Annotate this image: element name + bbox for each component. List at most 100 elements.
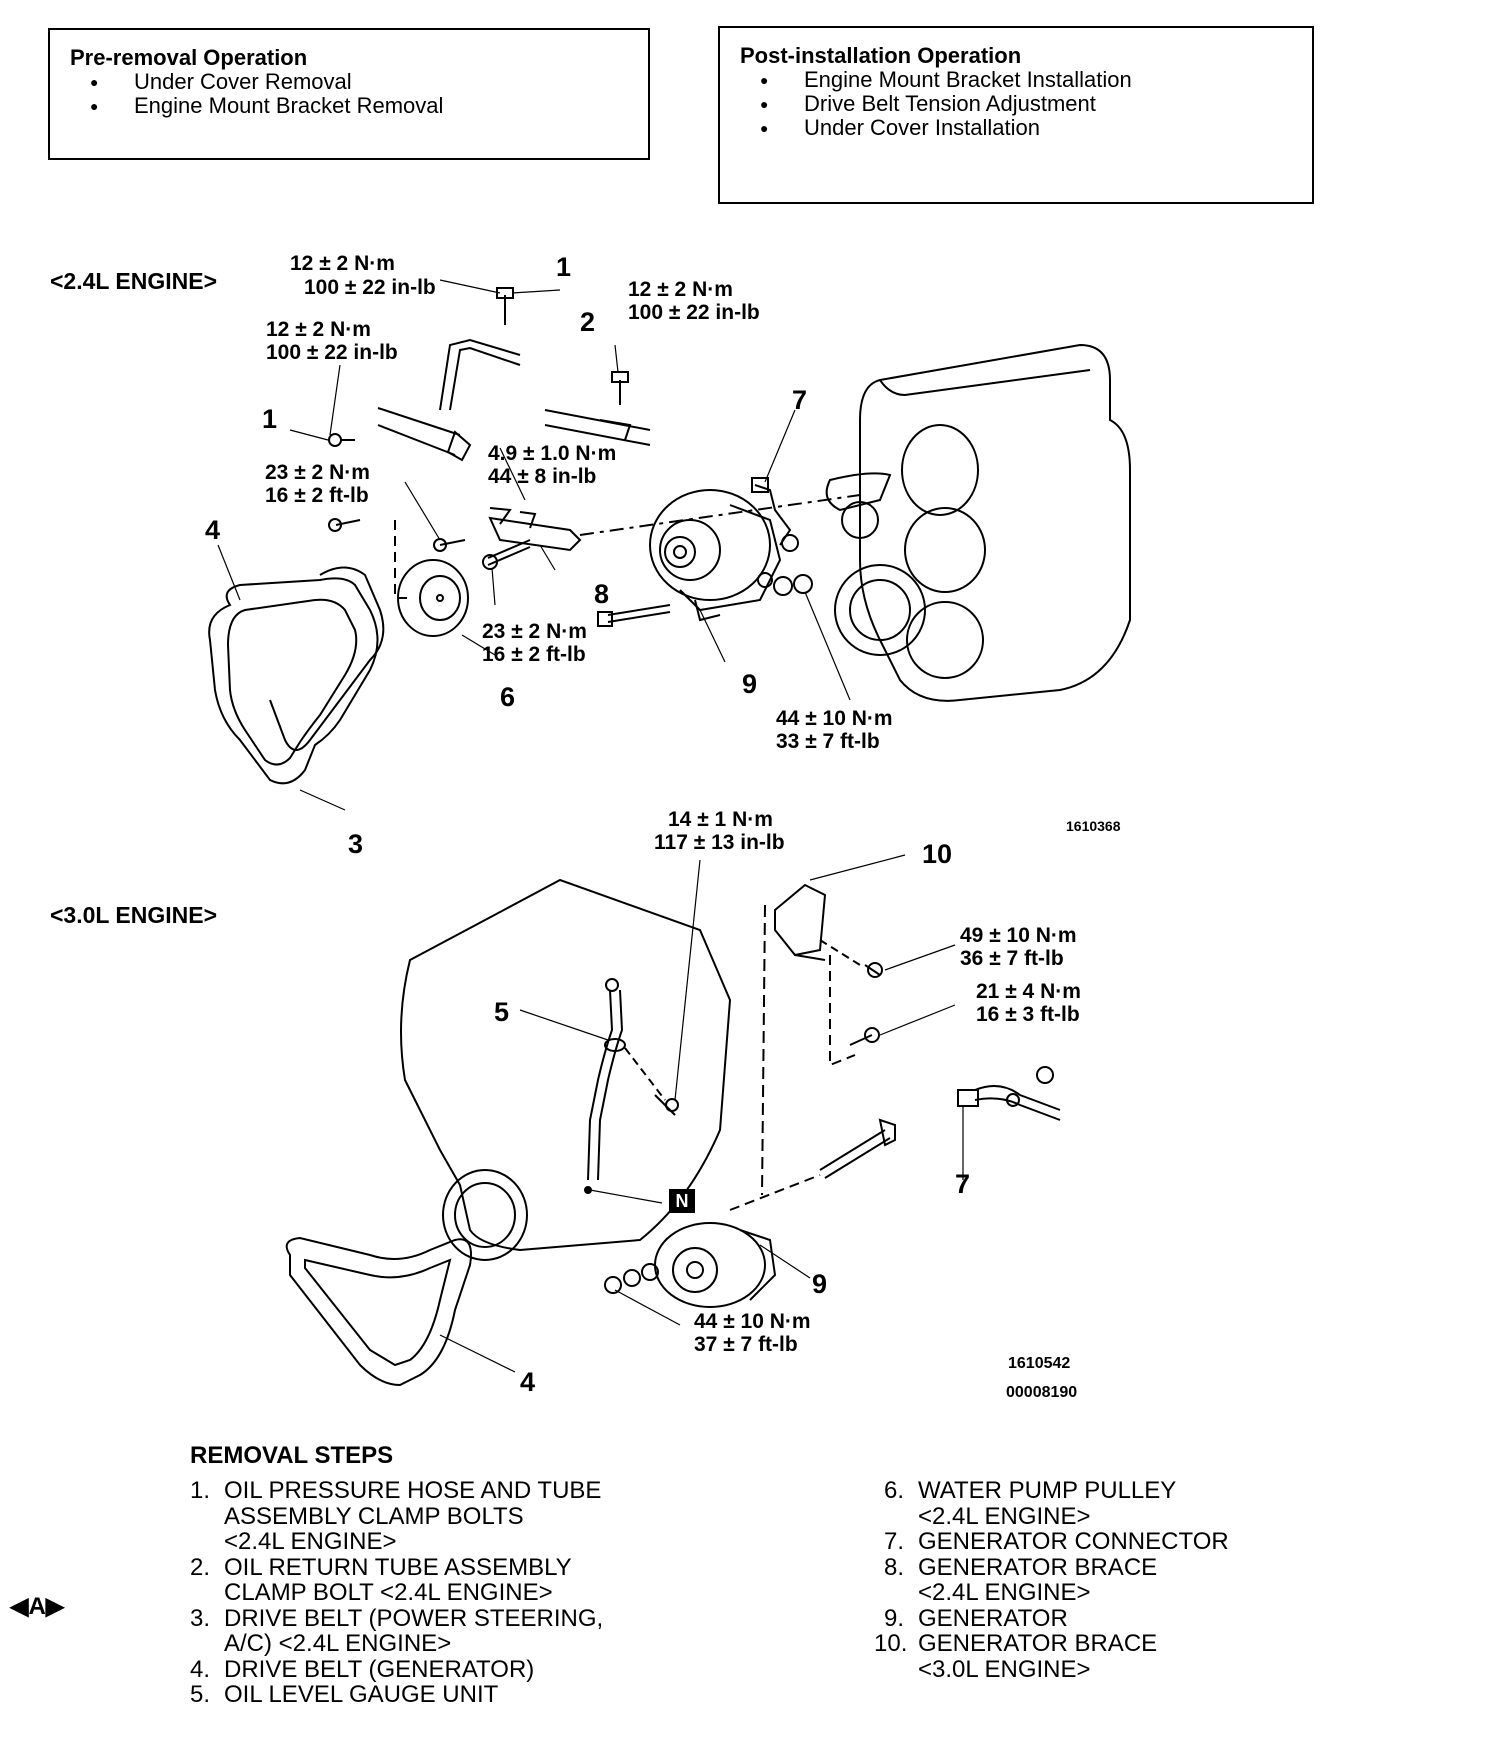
torque-label: 100 ± 22 in-lb [304,276,436,299]
callout-2: 2 [580,307,596,337]
step-line: 6.WATER PUMP PULLEY [884,1477,1177,1504]
torque-label: 14 ± 1 N·m [668,808,773,831]
post-installation-box: Post-installation Operation Engine Mount… [718,26,1314,204]
brace-foot [794,954,826,961]
generator-centerline-30 [761,904,766,1196]
step-line: 10.GENERATOR BRACE [874,1630,1158,1657]
step-line: A/C) <2.4L ENGINE> [224,1630,452,1657]
torque-label: 23 ± 2 N·m [482,620,587,643]
engine-block-24 [825,343,1131,702]
torque-label: 117 ± 13 in-lb [654,831,785,854]
torque-label: 44 ± 10 N·m [776,707,893,730]
removal-steps-right: 6.WATER PUMP PULLEY <2.4L ENGINE> 7.GENE… [874,1478,1229,1682]
drive-belt-4-24 [269,566,385,751]
leader-lines-24 [217,279,851,811]
torque-label: 21 ± 4 N·m [976,980,1081,1003]
bolt-head [611,371,629,383]
bolt-49 [864,964,881,976]
generator-brace-24 [488,516,582,552]
water-pump-pulley [397,559,469,637]
washer [773,576,793,596]
step-line: ASSEMBLY CLAMP BOLTS [224,1502,524,1530]
step-line: 3.DRIVE BELT (POWER STEERING, [190,1604,604,1632]
torque-label: 100 ± 22 in-lb [266,341,398,364]
step-line: <3.0L ENGINE> [918,1655,1091,1683]
torque-label: 36 ± 7 ft-lb [960,947,1064,970]
callout-3: 3 [348,829,364,859]
bolt-head [482,554,498,570]
bolt-head [665,1098,679,1112]
figure-code: 1610542 [1008,1355,1071,1372]
torque-label: 100 ± 22 in-lb [628,301,760,324]
callout-5: 5 [494,997,510,1027]
post-installation-list: Engine Mount Bracket Installation Drive … [740,68,1312,141]
brace-centerline-2 [829,955,856,1067]
nut [641,1263,659,1281]
pre-removal-box: Pre-removal Operation Under Cover Remova… [48,28,650,160]
step-line: <2.4L ENGINE> [224,1528,397,1555]
step-line: 9.GENERATOR [884,1604,1068,1632]
torque-label: 44 ± 8 in-lb [488,465,597,488]
step-line: 2.OIL RETURN TUBE ASSEMBLY [190,1553,572,1581]
torque-label: 44 ± 10 N·m [694,1310,811,1333]
callout-4: 4 [520,1367,536,1397]
bolt-head [328,433,342,447]
engine-block-30 [400,878,732,1261]
post-installation-item: Engine Mount Bracket Installation [740,68,1312,93]
figure-code: 1610368 [1066,818,1121,834]
callout-4: 4 [205,515,221,545]
step-line: 7.GENERATOR CONNECTOR [884,1528,1229,1555]
step-line: 5.OIL LEVEL GAUGE UNIT [190,1681,499,1708]
bolt-head [328,518,342,532]
pre-removal-list: Under Cover Removal Engine Mount Bracket… [70,70,648,119]
step-line: 4.DRIVE BELT (GENERATOR) [190,1655,535,1683]
brace-centerline [819,939,861,966]
drive-belt-4-30-inner [304,1258,452,1367]
torque-label: 12 ± 2 N·m [628,278,733,301]
bolt [439,539,466,546]
bolt-head [867,962,883,978]
bolt-21 [849,1034,873,1046]
generator-connector-24 [754,484,792,546]
leader-lines-30 [439,854,964,1373]
step-line: 8.GENERATOR BRACE [884,1553,1158,1581]
generator-bolt-30 [819,1129,891,1179]
pre-removal-title: Pre-removal Operation [70,45,308,70]
generator-bolt [607,604,671,623]
oil-pressure-tube [377,338,651,462]
torque-label: 37 ± 7 ft-lb [694,1333,798,1356]
pulley-centerline [394,520,408,599]
bolt-centerline [729,1174,821,1211]
engine-24-heading: <2.4L ENGINE> [50,268,218,294]
step-line: <2.4L ENGINE> [918,1502,1091,1530]
connector-body [751,477,769,493]
post-installation-item: Drive Belt Tension Adjustment [740,92,1312,117]
callout-1: 1 [262,404,278,434]
torque-label: 12 ± 2 N·m [266,318,371,341]
generator-30 [654,1222,777,1308]
drive-belt-3-inner [226,598,358,766]
washer [623,1269,641,1287]
pre-removal-item: Under Cover Removal [70,70,648,95]
step-line: 1.OIL PRESSURE HOSE AND TUBE [190,1477,602,1504]
post-installation-item: Under Cover Installation [740,116,1312,141]
generator-connector-30 [957,1066,1061,1121]
engine-30-heading: <3.0L ENGINE> [50,902,218,928]
gauge-centerline [624,1047,666,1101]
center-line [579,494,861,536]
washer [604,1276,622,1294]
removal-steps-title: REMOVAL STEPS [190,1442,394,1469]
service-point-marker: ◀A▶ [10,1593,65,1620]
n-marker-box [669,1189,695,1213]
step-line: <2.4L ENGINE> [918,1579,1091,1606]
callout-10: 10 [922,839,953,869]
callout-7: 7 [955,1169,971,1199]
bolt-head [878,1118,896,1147]
bolt-head [864,1027,880,1043]
pre-removal-item: Engine Mount Bracket Removal [70,94,648,119]
callout-9: 9 [812,1269,828,1299]
callout-8: 8 [594,579,610,609]
generator-24 [649,489,782,622]
post-installation-title: Post-installation Operation [740,43,1022,68]
